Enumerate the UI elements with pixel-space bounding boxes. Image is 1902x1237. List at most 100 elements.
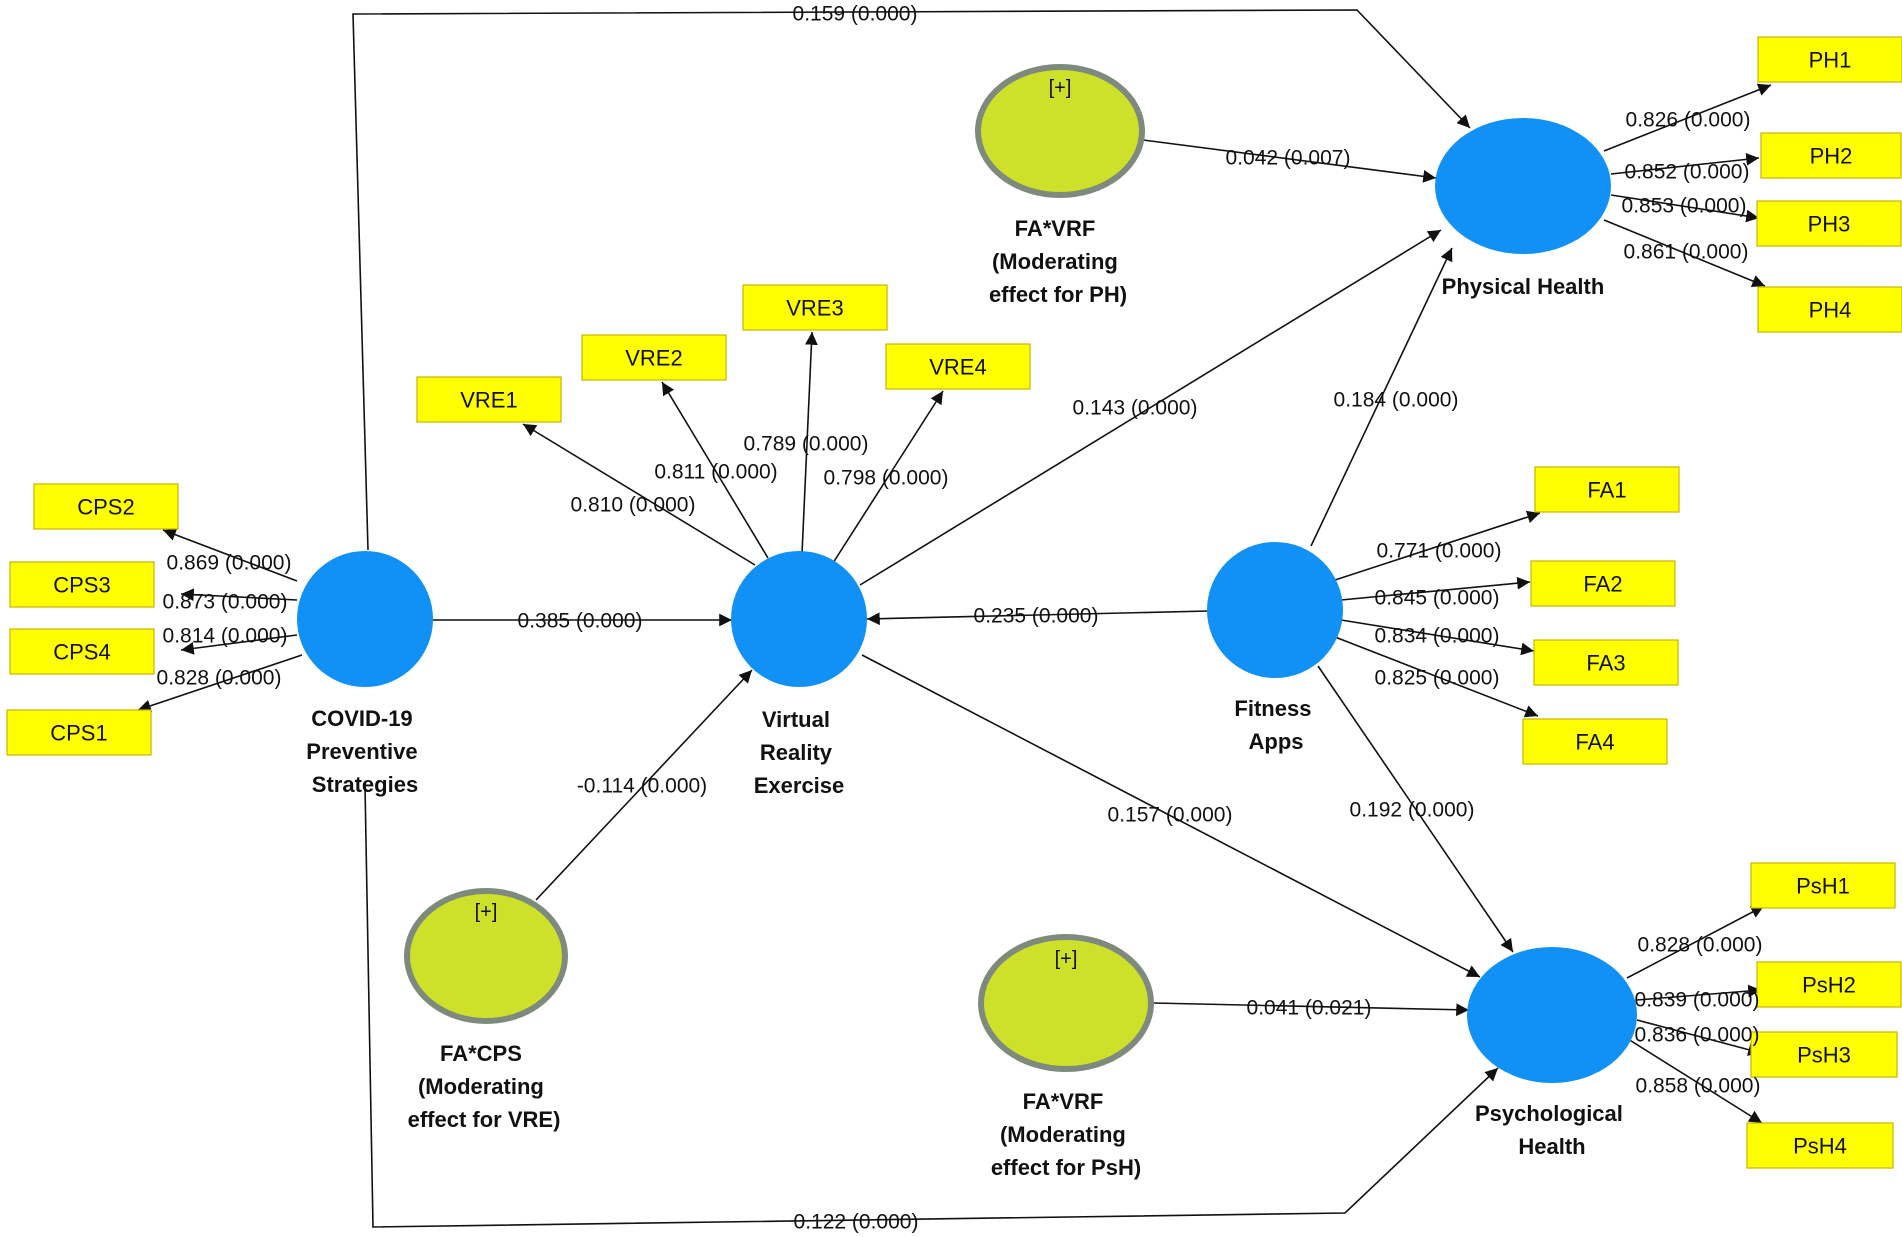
coef-fa-to-ph: 0.184 (0.000) xyxy=(1334,389,1459,412)
arrow-psh-psh1 xyxy=(1626,905,1765,979)
loading-fa2: 0.845 (0.000) xyxy=(1375,587,1500,610)
coef-mod-psh: 0.041 (0.021) xyxy=(1247,997,1372,1020)
arrow-cps-cps4 xyxy=(180,634,298,655)
loading-fa3: 0.834 (0.000) xyxy=(1375,625,1500,648)
indicator-vre4: VRE4 xyxy=(885,343,1031,390)
indicator-label: FA3 xyxy=(1586,651,1625,676)
indicator-ph1: PH1 xyxy=(1757,36,1902,83)
indicator-psh3: PsH3 xyxy=(1750,1031,1898,1078)
path-cps-to-ph xyxy=(352,9,1471,551)
arrow-psh-psh4 xyxy=(1627,1038,1763,1124)
arrow-psh-psh3 xyxy=(1636,1019,1762,1056)
path-coefficients: 0.159 (0.000) 0.385 (0.000) 0.122 (0.000… xyxy=(518,3,1475,1234)
indicator-vre3: VRE3 xyxy=(742,284,888,331)
arrow-cps-cps2 xyxy=(162,528,298,582)
path-mod-ph xyxy=(1142,139,1437,183)
construct-vre-circle xyxy=(731,551,867,687)
construct-fa-circle xyxy=(1207,542,1343,678)
arrow-ph-ph2 xyxy=(1610,153,1760,175)
loading-fa4: 0.825 (0.000) xyxy=(1375,667,1500,690)
indicator-cps2: CPS2 xyxy=(33,483,179,530)
construct-psh-label: Psychological Health xyxy=(1475,1101,1629,1159)
indicator-cps1: CPS1 xyxy=(6,709,152,756)
loading-ph1: 0.826 (0.000) xyxy=(1626,109,1751,132)
indicator-fa3: FA3 xyxy=(1533,639,1679,686)
loading-ph2: 0.852 (0.000) xyxy=(1625,161,1750,184)
indicator-vre1: VRE1 xyxy=(416,376,562,423)
loading-vre1: 0.810 (0.000) xyxy=(571,494,696,517)
path-vre-to-psh xyxy=(861,654,1481,978)
coef-mod-vre: -0.114 (0.000) xyxy=(577,775,707,798)
coef-vre-to-psh: 0.157 (0.000) xyxy=(1108,804,1233,827)
construct-ph-label: Physical Health xyxy=(1442,274,1605,299)
indicator-label: PsH2 xyxy=(1802,973,1856,998)
indicator-psh1: PsH1 xyxy=(1750,862,1896,909)
coef-cps-to-psh: 0.122 (0.000) xyxy=(794,1211,919,1234)
indicator-label: PsH1 xyxy=(1796,874,1850,899)
indicator-label: PsH4 xyxy=(1793,1134,1847,1159)
indicator-label: FA1 xyxy=(1587,478,1626,503)
arrow-ph-ph1 xyxy=(1603,83,1772,152)
construct-cps-circle xyxy=(297,551,433,687)
construct-vre: Virtual Reality Exercise xyxy=(731,551,867,798)
arrow-fa-fa3 xyxy=(1340,619,1535,656)
arrow-fa-fa4 xyxy=(1334,636,1539,718)
indicator-ph4: PH4 xyxy=(1757,286,1902,333)
loading-ph4: 0.861 (0.000) xyxy=(1624,241,1749,264)
moderator-fa-cps-vre-ellipse xyxy=(404,888,568,1024)
construct-psh: Psychological Health xyxy=(1467,947,1637,1159)
coef-fa-to-psh: 0.192 (0.000) xyxy=(1350,799,1475,822)
indicator-label: VRE2 xyxy=(625,346,682,371)
moderator-fa-cps-vre-label: FA*CPS (Moderating effect for VRE) xyxy=(408,1041,561,1132)
construct-ph-circle xyxy=(1435,118,1611,254)
structural-paths xyxy=(352,9,1514,1228)
indicator-psh4: PsH4 xyxy=(1746,1122,1894,1169)
indicator-label: VRE1 xyxy=(460,388,517,413)
arrow-vre-vre2 xyxy=(661,381,769,559)
arrow-cps-cps3 xyxy=(180,588,298,602)
indicator-label: PsH3 xyxy=(1797,1043,1851,1068)
indicator-label: FA4 xyxy=(1575,730,1614,755)
indicator-vre2: VRE2 xyxy=(581,334,727,381)
moderator-fa-vrf-psh-label: FA*VRF (Moderating effect for PsH) xyxy=(991,1089,1141,1180)
indicator-psh2: PsH2 xyxy=(1756,961,1902,1008)
path-mod-psh xyxy=(1152,1002,1470,1017)
indicator-label: PH3 xyxy=(1808,212,1851,237)
indicator-cps4: CPS4 xyxy=(9,628,155,675)
moderator-fa-vrf-psh: [+] FA*VRF (Moderating effect for PsH) xyxy=(978,934,1154,1180)
indicator-fa2: FA2 xyxy=(1530,560,1676,607)
loading-labels: 0.869 (0.000) 0.873 (0.000) 0.814 (0.000… xyxy=(157,109,1763,1098)
construct-vre-label: Virtual Reality Exercise xyxy=(754,707,845,798)
indicator-label: CPS1 xyxy=(50,721,107,746)
coef-cps-to-vre: 0.385 (0.000) xyxy=(518,610,643,633)
expand-icon: [+] xyxy=(1055,948,1078,970)
loading-ph3: 0.853 (0.000) xyxy=(1622,195,1747,218)
arrow-psh-psh2 xyxy=(1636,984,1762,1001)
indicator-label: CPS3 xyxy=(53,573,110,598)
loading-psh3: 0.836 (0.000) xyxy=(1635,1024,1760,1047)
arrow-fa-fa1 xyxy=(1334,510,1541,581)
moderator-fa-cps-vre: [+] FA*CPS (Moderating effect for VRE) xyxy=(404,888,568,1132)
moderator-fa-vrf-ph-ellipse xyxy=(975,64,1145,198)
loading-vre2: 0.811 (0.000) xyxy=(654,461,777,484)
expand-icon: [+] xyxy=(1049,77,1072,99)
indicator-label: VRE3 xyxy=(786,296,843,321)
arrow-ph-ph3 xyxy=(1610,194,1760,223)
construct-cps-label: COVID-19 Preventive Strategies xyxy=(306,706,423,797)
indicator-label: PH2 xyxy=(1810,144,1853,169)
indicator-label: PH4 xyxy=(1809,298,1852,323)
moderator-fa-vrf-ph-label: FA*VRF (Moderating effect for PH) xyxy=(989,216,1127,307)
arrow-cps-cps1 xyxy=(137,654,303,712)
indicator-cps3: CPS3 xyxy=(9,561,155,608)
loading-fa1: 0.771 (0.000) xyxy=(1377,540,1502,563)
arrow-ph-ph4 xyxy=(1603,219,1766,288)
indicator-label: CPS4 xyxy=(53,640,110,665)
indicator-fa1: FA1 xyxy=(1534,466,1680,513)
path-mod-vre xyxy=(535,669,753,901)
indicator-ph2: PH2 xyxy=(1760,132,1902,179)
indicator-ph3: PH3 xyxy=(1756,200,1902,247)
loading-cps1: 0.828 (0.000) xyxy=(157,667,282,690)
arrow-vre-vre1 xyxy=(522,423,756,566)
path-fa-to-psh xyxy=(1317,665,1514,953)
expand-icon: [+] xyxy=(475,901,498,923)
